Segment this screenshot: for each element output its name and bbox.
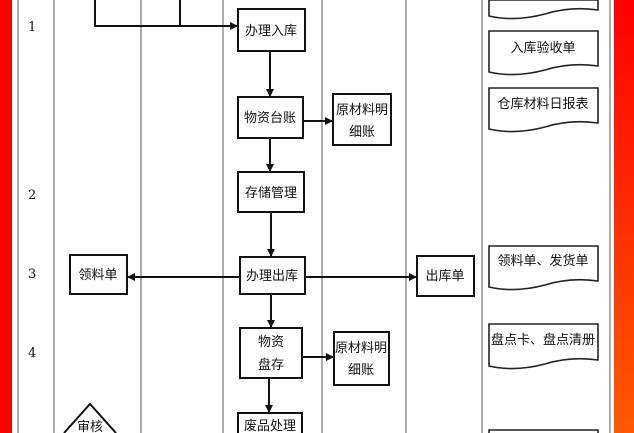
- svg-text:细账: 细账: [348, 363, 374, 378]
- row-number-3: 3: [28, 267, 36, 282]
- svg-text:领料单: 领料单: [78, 268, 117, 283]
- svg-text:办理出库: 办理出库: [246, 268, 298, 284]
- inventory-box: 物资 盘存: [239, 327, 303, 379]
- document-receiving-slip: 入库验收单: [488, 30, 599, 76]
- svg-text:细账: 细账: [349, 125, 375, 140]
- svg-text:办理入库: 办理入库: [245, 23, 297, 39]
- svg-text:物资: 物资: [258, 335, 284, 350]
- row-number-2: 2: [28, 188, 36, 203]
- detail-ledger-box-1: 原材料明 细账: [332, 93, 392, 146]
- document-daily-report: 仓库材料日报表: [488, 87, 599, 133]
- storage-box: 存储管理: [237, 171, 305, 213]
- requisition-box: 领料单: [69, 254, 128, 295]
- outbound-slip-box: 出库单: [416, 255, 475, 297]
- audit-diamond: 审核: [63, 402, 117, 433]
- ledger-box: 物资台账: [237, 96, 304, 139]
- svg-text:出库单: 出库单: [425, 268, 464, 284]
- svg-text:原材料明: 原材料明: [335, 341, 387, 356]
- right-red-border: [614, 0, 634, 433]
- connectors: [94, 0, 417, 413]
- svg-text:原材料明: 原材料明: [336, 103, 388, 118]
- document-requisition-delivery: 领料单、发货单: [488, 245, 599, 291]
- svg-text:废品处理: 废品处理: [244, 418, 296, 433]
- svg-text:盘点卡、盘点清册: 盘点卡、盘点清册: [491, 332, 595, 348]
- row-number-4: 4: [28, 346, 36, 361]
- swimlane-dividers: [17, 0, 611, 433]
- scrap-box: 废品处理: [237, 412, 303, 433]
- svg-text:领料单、发货单: 领料单、发货单: [497, 253, 588, 269]
- document-top-partial: [488, 0, 599, 20]
- outbound-box: 办理出库: [239, 256, 306, 295]
- document-bottom-partial: [488, 429, 599, 433]
- svg-text:仓库材料日报表: 仓库材料日报表: [497, 96, 588, 112]
- svg-text:存储管理: 存储管理: [245, 186, 297, 201]
- row-number-1: 1: [28, 20, 36, 35]
- svg-text:入库验收单: 入库验收单: [510, 40, 575, 56]
- detail-ledger-box-2: 原材料明 细账: [333, 331, 390, 386]
- left-red-border: [0, 0, 12, 433]
- document-inventory-cards: 盘点卡、盘点清册: [488, 323, 599, 370]
- inbound-box: 办理入库: [237, 8, 306, 52]
- svg-text:审核: 审核: [77, 420, 103, 433]
- svg-text:盘存: 盘存: [258, 357, 284, 373]
- svg-text:物资台账: 物资台账: [244, 111, 296, 126]
